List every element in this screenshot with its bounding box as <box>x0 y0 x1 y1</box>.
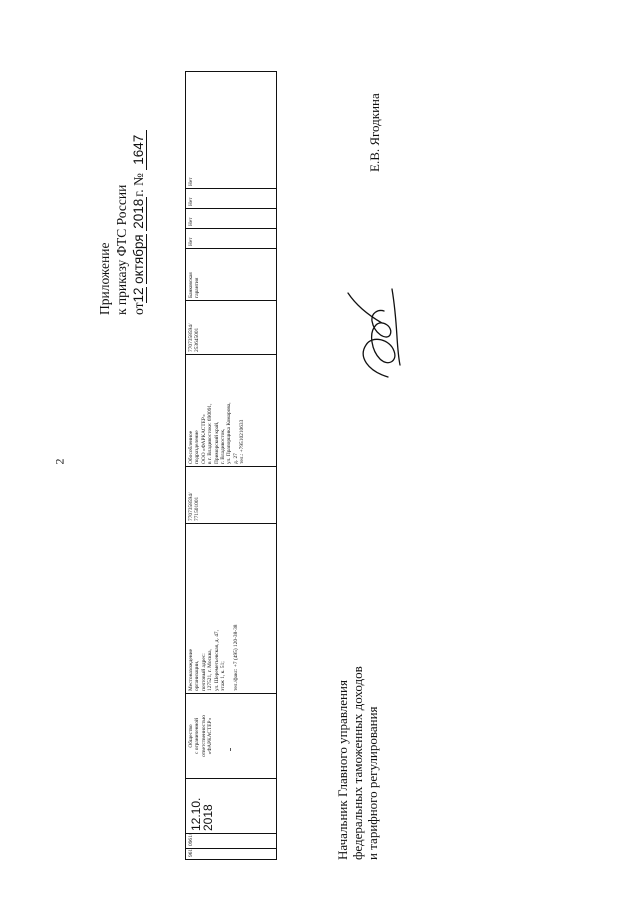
cell-location: Местонахождение организации, почтовый ад… <box>185 523 277 694</box>
signatory-position: Начальник Главного управления федеральны… <box>335 666 380 860</box>
date-line-2: 2018 <box>201 804 215 831</box>
signer-name: Е.В. Ягодкина <box>367 93 382 172</box>
annex-date-prefix: от <box>131 302 146 315</box>
cell-org-name: Общество с ограниченной ответственностью… <box>185 693 277 779</box>
annex-order: к приказу ФТС России <box>114 184 129 315</box>
cell-flag-3: Нет <box>185 188 277 209</box>
table-row: 961 0961/00 12.10. 2018 Общество с огран… <box>185 71 277 860</box>
handwritten-signature <box>347 288 401 378</box>
annex-year: 2018 <box>131 196 147 231</box>
cell-branch: Обособленное подразделение ООО «ФАРКАСТЕ… <box>185 354 277 467</box>
annex-day: 12 <box>131 287 147 303</box>
annex-header: Приложение к приказу ФТС России от12 окт… <box>96 75 147 315</box>
annex-date-line: от12 октября 2018г. № 1647 <box>130 75 147 315</box>
register-table: 961 0961/00 12.10. 2018 Общество с огран… <box>185 71 277 860</box>
annex-month: октября <box>131 234 147 285</box>
cell-security: Банковская гарантия <box>185 248 277 301</box>
cell-inn-kpp-main: 7707358594/ 771501001 <box>185 466 277 524</box>
cell-reg-number: 0961/00 <box>185 833 277 849</box>
cell-flag-4: Нет <box>185 71 277 189</box>
annex-number: 1647 <box>131 129 147 170</box>
cell-row-number: 961 <box>185 848 277 860</box>
annex-title: Приложение <box>97 242 112 315</box>
cell-flag-1: Нет <box>185 228 277 249</box>
cell-date: 12.10. 2018 <box>185 778 277 834</box>
annex-year-suffix: г. № <box>131 173 146 197</box>
cell-inn-kpp-branch: 7707358594/ 253645001 <box>185 300 277 355</box>
stray-mark <box>230 748 231 751</box>
cell-flag-2: Нет <box>185 208 277 229</box>
